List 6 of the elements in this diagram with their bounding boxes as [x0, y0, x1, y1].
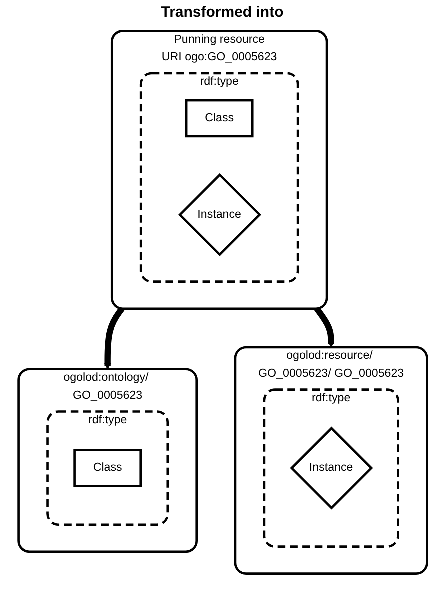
- node-diamond: Instance: [290, 426, 373, 510]
- arrow: [314, 307, 334, 348]
- note-text: Transformed into: [160, 3, 285, 23]
- node-diamond: Instance: [178, 173, 261, 256]
- node-box: Class: [73, 449, 142, 488]
- node-box: Class: [184, 99, 254, 138]
